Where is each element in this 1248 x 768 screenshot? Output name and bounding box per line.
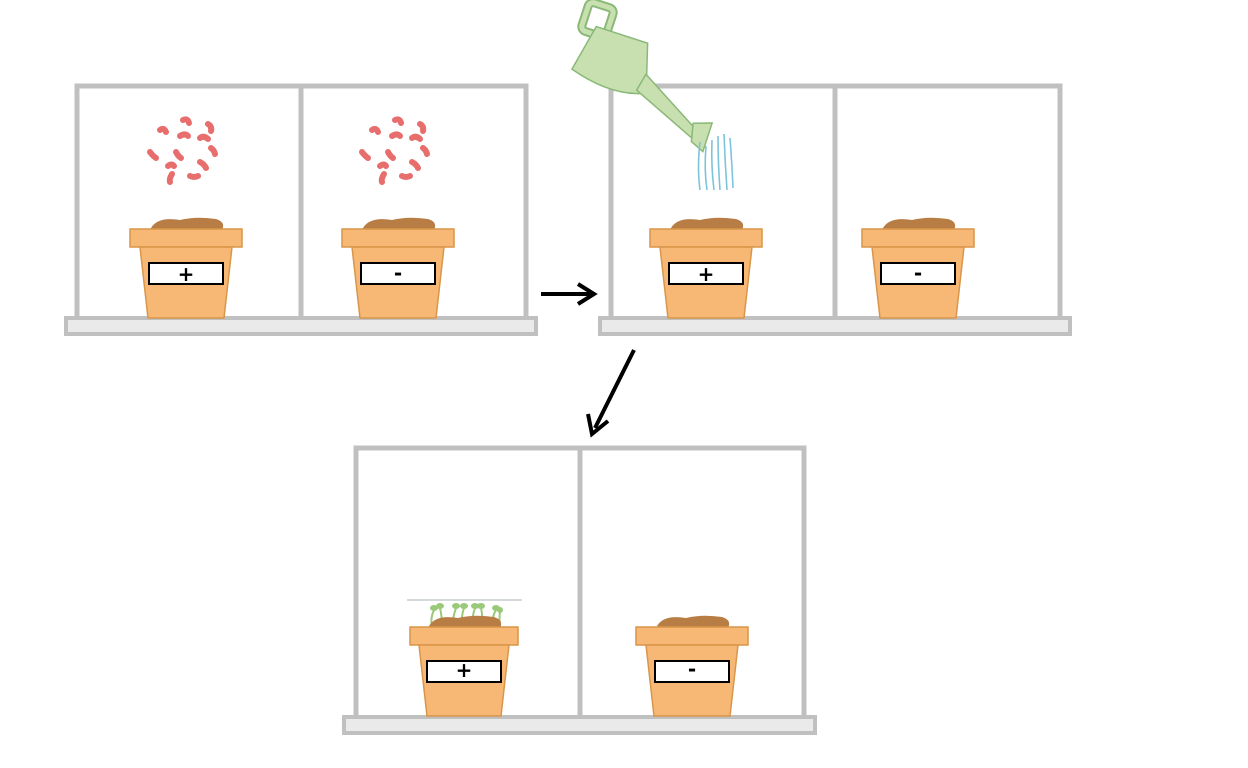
pot-label-box — [668, 262, 744, 285]
panel-result: + - — [342, 445, 817, 735]
soil — [428, 615, 502, 628]
shelf-base — [598, 316, 1072, 336]
pot-label-box — [654, 660, 730, 683]
pot-minus: - — [861, 217, 975, 319]
pot-plus: + — [409, 615, 519, 717]
pot-label: - — [688, 657, 696, 681]
pot-rim — [341, 228, 455, 248]
seeds-cluster — [359, 116, 430, 185]
pot-label-box — [360, 262, 436, 285]
pot-label-box — [148, 262, 224, 285]
panel-seeds: + - — [64, 83, 538, 336]
pot-minus: - — [341, 217, 455, 319]
pot-rim — [409, 626, 519, 646]
pot-label: - — [914, 261, 922, 285]
pot-label: + — [456, 658, 473, 682]
soil — [362, 217, 436, 230]
pot-label: + — [698, 262, 715, 286]
soil — [150, 217, 224, 230]
watering-can-icon — [570, 0, 714, 153]
pot-minus: - — [635, 615, 749, 717]
pot-label-box — [426, 660, 502, 683]
pot-plus: + — [649, 217, 763, 319]
pot-rim — [635, 626, 749, 646]
pot-plus: + — [129, 217, 243, 319]
arrow-down-left-icon — [586, 349, 636, 438]
soil — [882, 217, 956, 230]
soil — [656, 615, 730, 628]
pot-label: + — [178, 262, 195, 286]
arrow-right-icon — [541, 282, 598, 306]
soil — [670, 217, 744, 230]
pot-label-box — [880, 262, 956, 285]
water-stream — [697, 133, 734, 191]
pot-label: - — [394, 261, 402, 285]
panel-watering: + - — [570, 0, 1072, 336]
shelf-base — [342, 715, 817, 735]
pot-rim — [861, 228, 975, 248]
pot-rim — [649, 228, 763, 248]
shelf-base — [64, 316, 538, 336]
pot-rim — [129, 228, 243, 248]
seeds-cluster — [147, 116, 218, 185]
